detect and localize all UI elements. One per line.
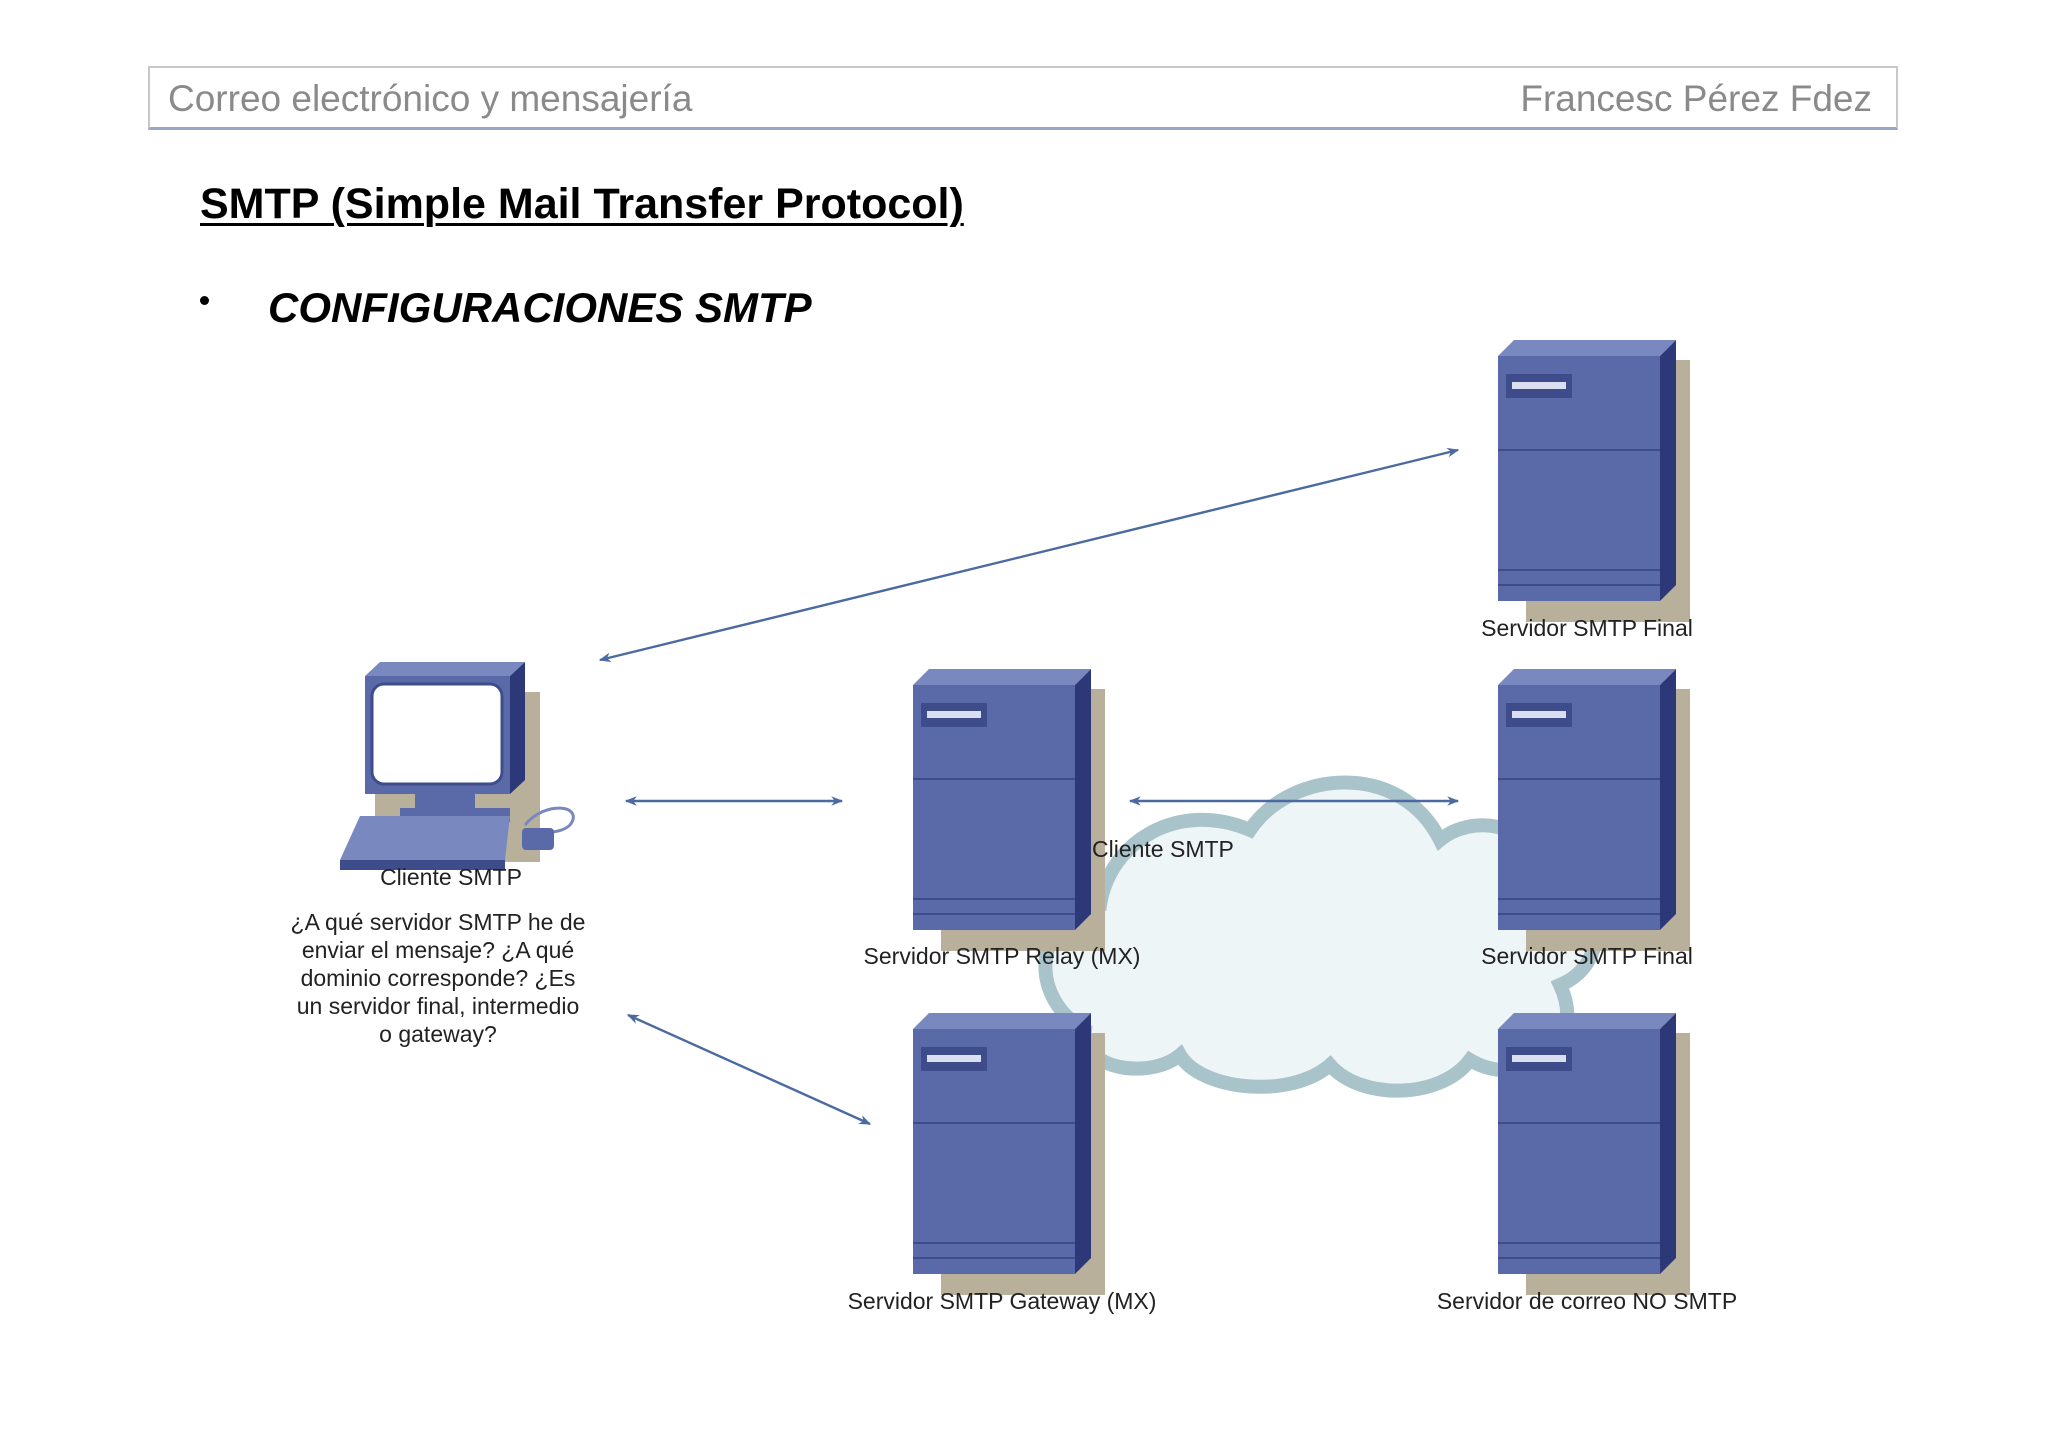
- server-icon-final-top: [1497, 339, 1691, 623]
- server-icon-non-smtp: [1497, 1012, 1691, 1296]
- bullet-heading: CONFIGURACIONES SMTP: [268, 284, 812, 331]
- client-question-line: ¿A qué servidor SMTP he de: [291, 909, 586, 935]
- server-icon-final-mid: [1497, 668, 1691, 952]
- label-non-smtp: Servidor de correo NO SMTP: [1437, 1288, 1737, 1314]
- label-relay-client: Cliente SMTP: [1092, 836, 1234, 862]
- arrow-client-final: [598, 447, 1460, 663]
- header-bar: Correo electrónico y mensajería Francesc…: [148, 66, 1898, 130]
- label-client: Cliente SMTP: [380, 864, 522, 890]
- bullet-icon: [200, 296, 209, 305]
- client-question-line: enviar el mensaje? ¿A qué: [302, 937, 574, 963]
- client-question-line: un servidor final, intermedio: [297, 993, 580, 1019]
- server-icon-relay: [912, 668, 1106, 952]
- server-icon-gateway: [912, 1012, 1106, 1296]
- label-gateway: Servidor SMTP Gateway (MX): [848, 1288, 1157, 1314]
- computer-icon: [340, 662, 575, 870]
- label-final-mid: Servidor SMTP Final: [1481, 943, 1693, 969]
- slide-title: SMTP (Simple Mail Transfer Protocol): [200, 180, 964, 228]
- client-question-line: o gateway?: [379, 1021, 497, 1047]
- label-final-top: Servidor SMTP Final: [1481, 615, 1693, 641]
- arrow-client-gateway: [626, 1013, 872, 1126]
- client-question-line: dominio corresponde? ¿Es: [301, 965, 576, 991]
- author-name: Francesc Pérez Fdez: [1520, 78, 1872, 119]
- label-relay: Servidor SMTP Relay (MX): [864, 943, 1141, 969]
- course-title: Correo electrónico y mensajería: [168, 78, 693, 119]
